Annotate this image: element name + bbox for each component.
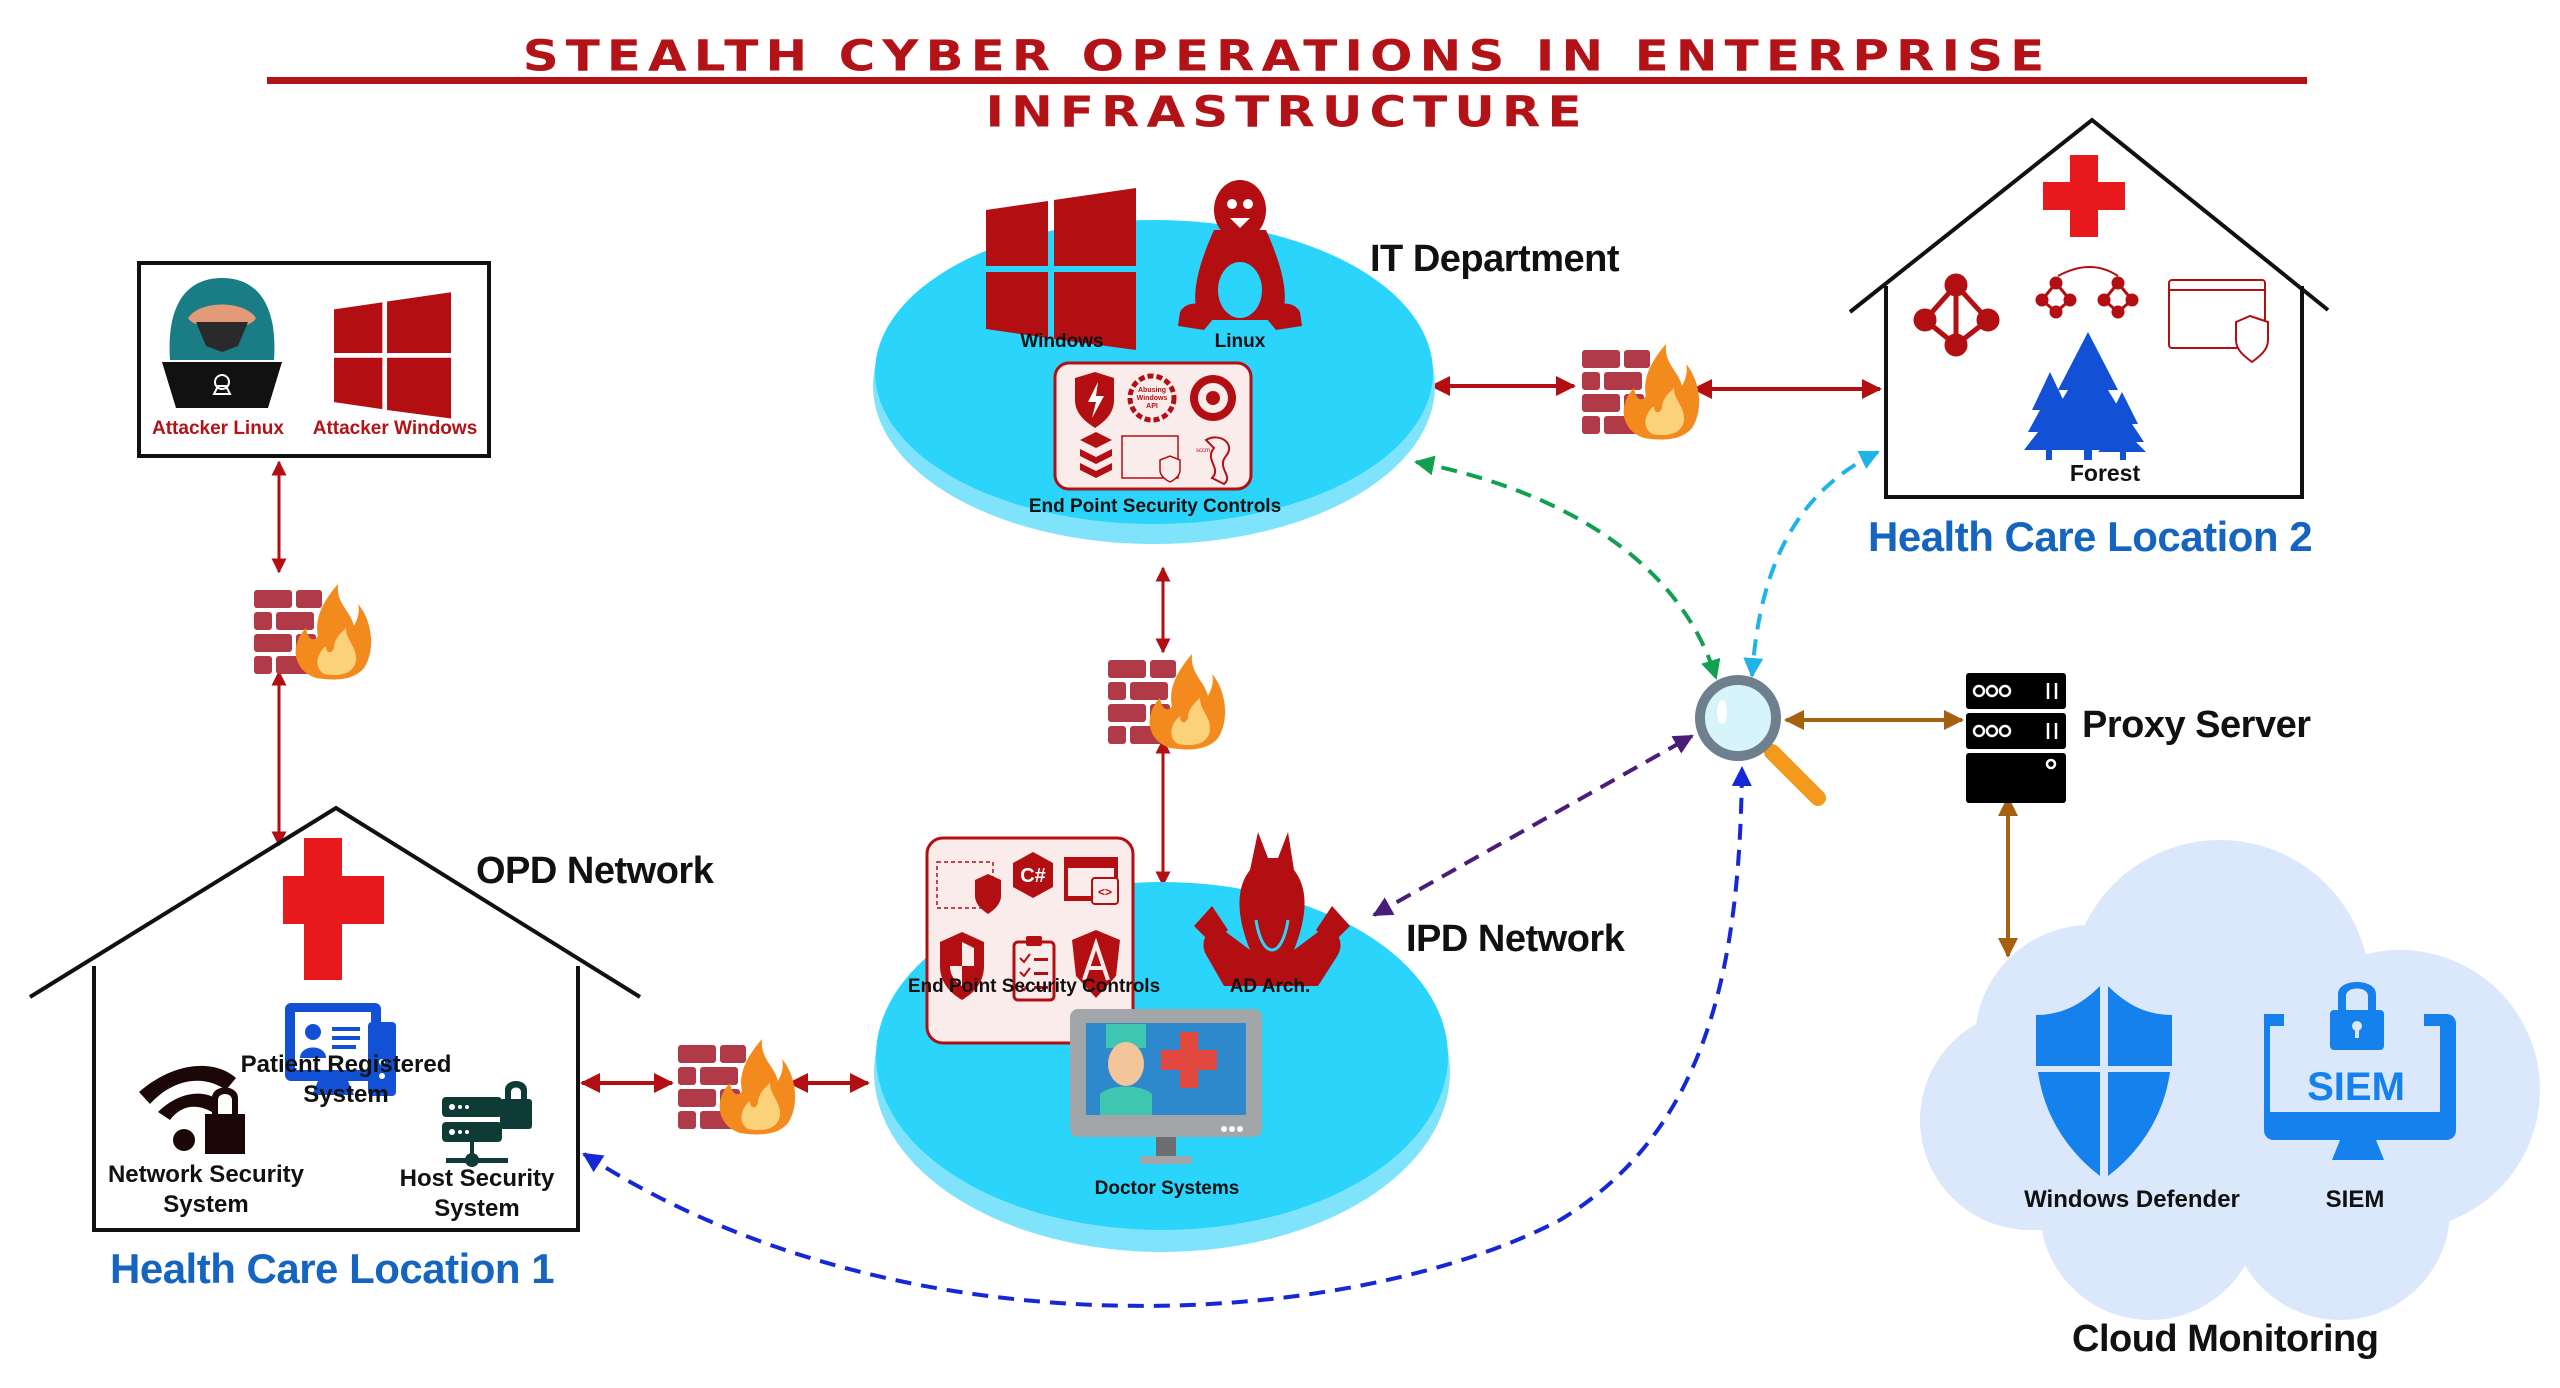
siem-screen-text: SIEM	[2307, 1065, 2405, 1109]
window-shield-outline-icon	[2168, 279, 2269, 364]
forest-label: Forest	[2069, 460, 2141, 486]
doctor-systems-label: Doctor Systems	[1094, 1178, 1240, 1199]
attacker-windows-label: Attacker Windows	[312, 418, 478, 439]
trust-graphs-icon	[2035, 266, 2139, 319]
wifi-lock-icon	[139, 1065, 245, 1154]
opd-network-label: OPD Network	[476, 850, 714, 892]
hooded-hacker-laptop-icon	[162, 278, 282, 408]
ad-arch-label: AD Arch.	[1229, 976, 1311, 997]
title-underline	[267, 77, 2307, 84]
half-shield-icon	[940, 932, 984, 1000]
it-linux-label: Linux	[1214, 331, 1266, 352]
location1-label: Health Care Location 1	[110, 1245, 555, 1292]
stacked-layers-icon	[1080, 432, 1112, 478]
gear-text-line2: Windows	[1137, 395, 1168, 402]
checklist-icon	[1012, 936, 1056, 1002]
dashed-arrow-location2-monitor	[1743, 450, 1880, 678]
svg-text:<>: <>	[1098, 885, 1112, 899]
attacker-linux-label: Attacker Linux	[152, 418, 284, 439]
location2-label: Health Care Location 2	[1868, 513, 2313, 560]
network-security-label: Network Security System	[96, 1160, 316, 1220]
csharp-icon: C#	[1013, 852, 1053, 898]
host-security-line2: System	[434, 1195, 520, 1222]
cerberus-dog-icon	[1194, 832, 1350, 986]
window-shield-icon	[1121, 435, 1181, 483]
ad-graph-icon	[1913, 273, 2000, 357]
dashed-window-shield-icon	[936, 861, 1001, 914]
patient-registered-line2: System	[303, 1081, 389, 1108]
gear-text-line3: API	[1146, 403, 1158, 410]
it-windows-label: Windows	[1020, 331, 1104, 352]
siem-label: SIEM	[2325, 1186, 2385, 1213]
host-security-line1: Host Security	[399, 1165, 555, 1192]
it-endpoint-controls-panel: Abusing Windows API sccm	[1053, 361, 1253, 491]
ipd-network-label: IPD Network	[1406, 918, 1625, 960]
firewall-icon-it-ipd	[1108, 654, 1226, 750]
server-rack-icon	[1966, 673, 2066, 803]
tux-penguin-icon	[1178, 180, 1302, 330]
ipd-endpoint-controls-panel: C# <>	[925, 836, 1135, 1045]
patient-registered-label: Patient Registered System	[226, 1050, 466, 1110]
location2-house	[1848, 117, 2330, 499]
server-lock-icon	[442, 1081, 532, 1167]
network-security-line2: System	[163, 1191, 249, 1218]
dashed-arrow-ipd-monitor	[1372, 734, 1694, 917]
it-endpoint-label: End Point Security Controls	[1028, 496, 1282, 517]
medical-cross-icon-location2	[2043, 155, 2125, 237]
sccm-text: sccm	[1196, 448, 1210, 454]
host-security-label: Host Security System	[382, 1164, 572, 1224]
location1-house	[28, 805, 642, 1232]
it-department-label: IT Department	[1370, 238, 1619, 280]
defender-shield-icon	[2036, 986, 2172, 1176]
doctor-monitor-icon	[1070, 1009, 1262, 1164]
dashed-arrow-location1-monitor	[582, 766, 1752, 1308]
firewall-icon-it-location2	[1582, 344, 1700, 440]
magnifying-glass-icon	[1695, 675, 1826, 806]
sccm-icon: sccm	[1196, 436, 1231, 486]
medical-cross-icon-location1	[283, 838, 384, 980]
proxy-server-label: Proxy Server	[2082, 704, 2311, 746]
patient-computer-icon	[285, 1003, 396, 1096]
forest-trees-icon	[2024, 332, 2146, 460]
dashed-arrow-it-monitor	[1414, 455, 1721, 680]
ipd-endpoint-label: End Point Security Controls	[907, 976, 1161, 997]
firewall-icon-attacker	[254, 584, 372, 680]
siem-monitor-lock-icon: SIEM	[2264, 982, 2456, 1160]
network-security-line1: Network Security	[107, 1161, 305, 1188]
angular-shield-icon	[1072, 930, 1120, 998]
windows-defender-label: Windows Defender	[2024, 1186, 2240, 1213]
gear-abusing-windows-api-icon	[1127, 373, 1177, 423]
firewall-icon-location1	[678, 1039, 796, 1135]
cloud-monitoring-label: Cloud Monitoring	[2072, 1318, 2379, 1360]
csharp-text: C#	[1020, 865, 1046, 887]
diagram-title: STEALTH CYBER OPERATIONS IN ENTERPRISE I…	[522, 31, 2052, 137]
gear-text-line1: Abusing	[1138, 387, 1166, 394]
patient-registered-line1: Patient Registered	[240, 1051, 452, 1078]
code-document-icon: <>	[1064, 857, 1119, 905]
